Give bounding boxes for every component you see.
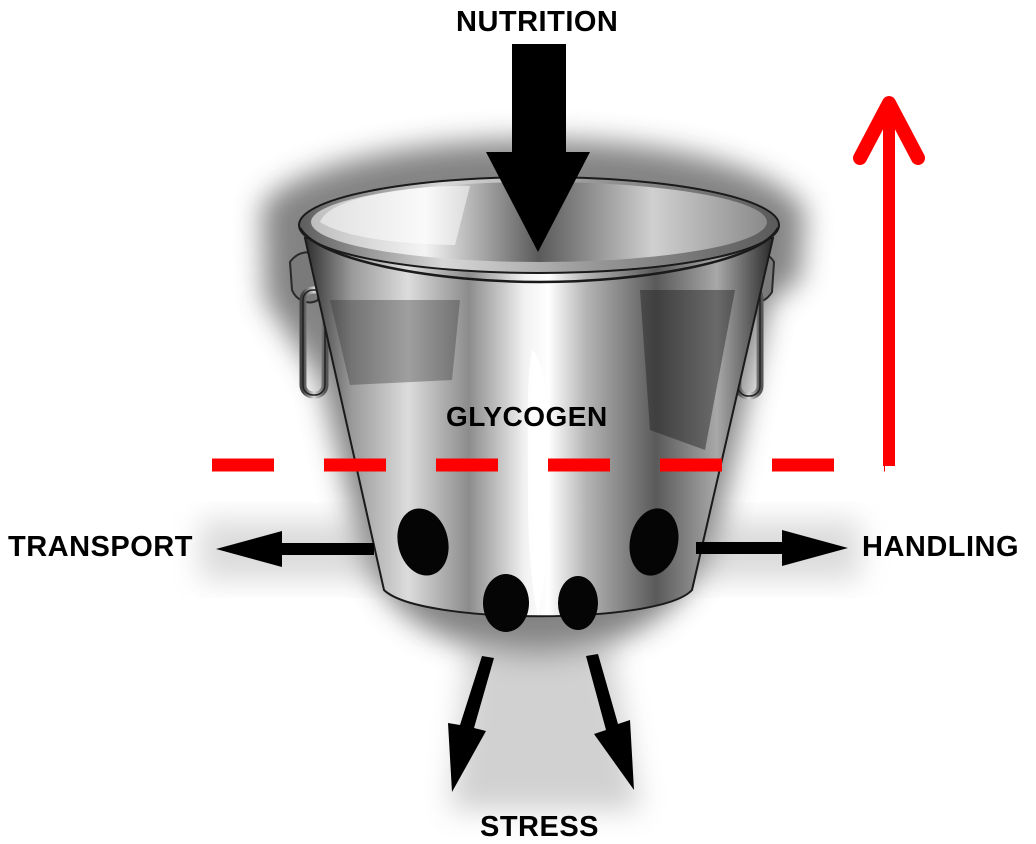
glycogen-label: GLYCOGEN [446,401,608,433]
nutrition-label: NUTRITION [456,6,618,39]
hole-icon [483,574,529,632]
transport-label: TRANSPORT [8,531,193,564]
stress-label: STRESS [480,811,599,844]
hole-icon [558,576,598,630]
handling-label: HANDLING [862,531,1019,564]
red-up-arrow [860,103,918,466]
